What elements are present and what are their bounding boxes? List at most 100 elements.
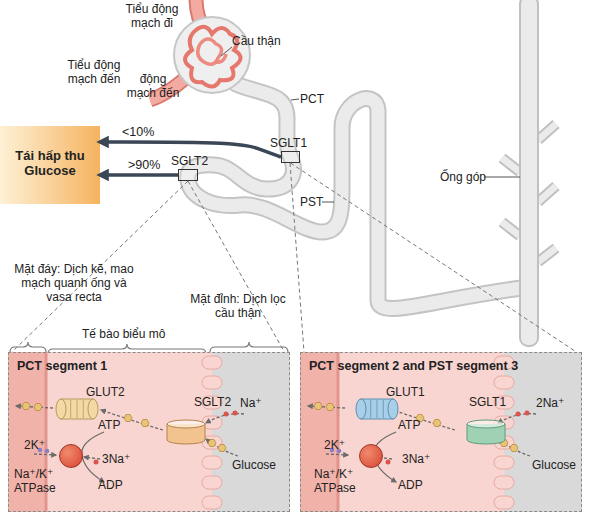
sodium-potassium-pump: Na⁺/K⁺ ATPase <box>359 444 383 468</box>
transporter-label: Na⁺/K⁺ ATPase <box>314 467 364 495</box>
cylinder-side <box>467 424 468 440</box>
microvillus <box>202 456 222 469</box>
edge-label: >90% <box>128 158 160 173</box>
zoom-line <box>290 163 304 352</box>
potassium-arrow <box>34 454 56 455</box>
cylinder-side <box>205 424 206 440</box>
transporter-shape <box>356 398 398 420</box>
glucose-molecule <box>208 440 216 447</box>
text-label: ATP <box>398 418 420 432</box>
glut-transporter: GLUT2 <box>56 398 98 420</box>
flux-arrows <box>16 406 244 459</box>
glucose-arrow <box>206 439 238 456</box>
panel-title: PCT segment 2 and PST segment 3 <box>309 359 518 374</box>
microvillus <box>202 376 222 389</box>
potassium-ion <box>45 449 50 454</box>
leader-line <box>221 47 232 56</box>
cell-cytoplasm <box>8 352 290 512</box>
transporter-shape <box>56 398 98 420</box>
sodium-ion <box>224 412 229 417</box>
glucose-molecule <box>141 420 149 427</box>
cylinder-stripe <box>70 400 71 418</box>
cylinder-side <box>505 424 506 440</box>
segment-panel: GLUT1SGLT1Na⁺/K⁺ ATPase PCT segment 2 and… <box>300 352 582 512</box>
cylinder-stripe <box>370 400 371 418</box>
text-label: 2K⁺ <box>24 438 45 452</box>
cylinder-top <box>167 420 205 428</box>
cylinder-stripe <box>77 400 78 418</box>
cylinder-end <box>356 399 366 419</box>
glucose-molecules <box>22 403 226 452</box>
flow-arrow <box>100 173 178 177</box>
microvillus <box>202 356 222 369</box>
collecting-duct <box>520 0 538 346</box>
transporter-marker: SGLT1 <box>281 151 300 163</box>
text-label: Tế bào biểu mô <box>82 327 165 341</box>
microvilli <box>202 356 222 509</box>
edge-label: <10% <box>122 125 154 140</box>
text-label: Na⁺ <box>240 396 262 410</box>
segment-panel: GLUT2SGLT2Na⁺/K⁺ ATPasePCT segment 1 <box>8 352 290 512</box>
text-label: 3Na⁺ <box>402 452 430 466</box>
text-label: Tiểu động mạch đi <box>116 2 188 30</box>
leader-line <box>484 177 520 178</box>
sodium-ion <box>233 411 238 416</box>
tubule <box>188 84 522 308</box>
transporter-label: Na⁺/K⁺ ATPase <box>14 467 64 495</box>
glucose-molecule <box>34 404 42 411</box>
text-label: ADP <box>398 478 423 492</box>
zoom-connector <box>291 163 577 352</box>
transporter-shape <box>466 419 506 445</box>
text-label: 2Na⁺ <box>536 396 564 410</box>
text-label: PST <box>300 195 323 209</box>
sglt-transporter: SGLT2 <box>166 419 206 445</box>
reabsorption-box: Tái hấp thu Glucose <box>0 126 100 204</box>
transporter-label: GLUT1 <box>386 385 425 399</box>
leader-line <box>291 99 299 100</box>
zoom-connector <box>188 181 284 352</box>
cylinder-stripe <box>83 400 84 418</box>
microvillus <box>202 496 222 509</box>
sglt-transporter: SGLT1 <box>466 419 506 445</box>
text-label: 3Na⁺ <box>102 452 130 466</box>
panel-title: PCT segment 1 <box>17 359 107 374</box>
bracket <box>10 342 46 352</box>
glucose-molecule <box>218 445 226 452</box>
transporter-label: SGLT2 <box>171 154 208 168</box>
cylinder-top <box>467 420 505 428</box>
transporter-shape <box>166 419 206 445</box>
microvillus <box>202 476 222 489</box>
transporter-marker: SGLT2 <box>178 169 198 181</box>
text-label: ADP <box>98 478 123 492</box>
glucose-molecule <box>124 415 132 422</box>
sodium-ion <box>94 460 99 465</box>
box-label: Tái hấp thu Glucose <box>0 148 100 179</box>
text-label: Tiểu động mạch đến <box>58 58 130 86</box>
cylinder-side <box>167 424 168 440</box>
cylinder-end <box>88 399 98 419</box>
text-label: Mặt đỉnh: Dịch lọc cầu thận <box>190 292 286 320</box>
text-label: Ống góp <box>440 170 486 184</box>
glucose-molecule <box>22 403 30 410</box>
transporter-label: SGLT1 <box>469 395 506 409</box>
cylinder-end <box>56 399 66 419</box>
leader-line <box>322 202 334 203</box>
bowman-capsule <box>174 17 250 93</box>
text-label: ATP <box>98 418 120 432</box>
sodium-arrow <box>84 457 100 459</box>
text-label: động mạch đến <box>126 72 180 100</box>
transporter-label: SGLT1 <box>270 136 307 150</box>
text-label: Mặt đáy: Dịch kẽ, mao mạch quanh ống và … <box>10 262 138 304</box>
bracket <box>210 342 288 352</box>
sodium-potassium-pump: Na⁺/K⁺ ATPase <box>59 444 83 468</box>
connectors <box>100 142 576 352</box>
transporter-label: SGLT2 <box>194 395 231 409</box>
cylinder-stripe <box>383 400 384 418</box>
cell-illustration <box>8 352 290 512</box>
lumen <box>212 352 290 512</box>
text-label: 2K⁺ <box>324 438 345 452</box>
tubule-outline <box>188 84 522 308</box>
atp-arrow <box>82 432 104 482</box>
cylinder-end <box>388 399 398 419</box>
text-label: Glucose <box>532 458 576 472</box>
